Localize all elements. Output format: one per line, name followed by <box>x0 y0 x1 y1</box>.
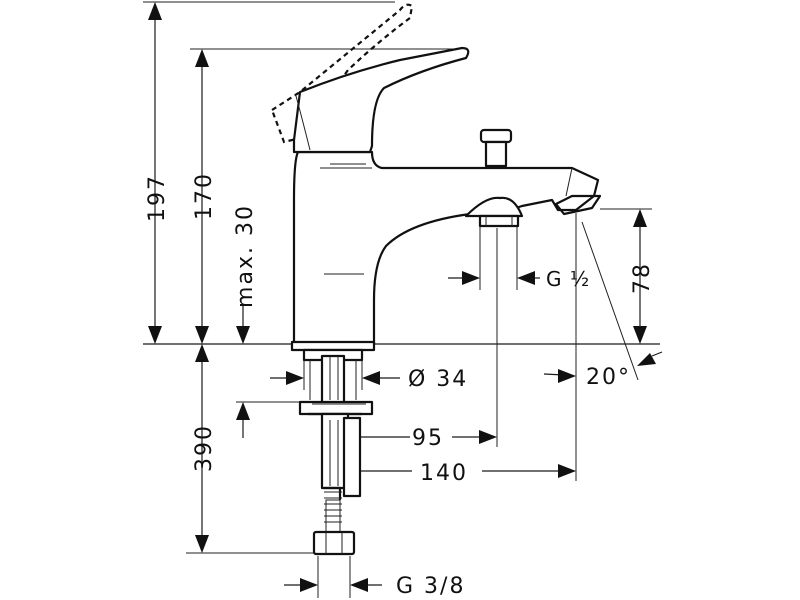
mounting-shank <box>298 348 374 556</box>
dim-g38-label: G 3/8 <box>396 574 465 599</box>
faucet-body <box>290 150 602 352</box>
dim-170 <box>195 49 209 344</box>
extension-lines <box>143 1 660 598</box>
dim-390 <box>195 344 209 553</box>
dim-g12-arrows <box>448 271 540 285</box>
shower-outlet <box>464 196 524 228</box>
dim-max30 <box>236 306 250 344</box>
dim-197-label: 197 <box>145 174 170 222</box>
diverter-knob <box>479 128 513 168</box>
dim-34-arrows <box>270 371 400 385</box>
dim-78-label: 78 <box>630 262 655 294</box>
dim-g12-label: G ½ <box>546 267 590 291</box>
dim-390-label: 390 <box>192 424 217 472</box>
dim-197 <box>148 2 162 344</box>
dim-170-label: 170 <box>192 172 217 220</box>
dim-95-label: 95 <box>412 426 444 451</box>
dim-max30-label: max. 30 <box>233 204 258 308</box>
lever-open-position <box>270 3 414 144</box>
dim-20deg-arrows <box>543 351 663 383</box>
dim-140-label: 140 <box>420 461 468 486</box>
dim-34-label: Ø 34 <box>408 367 468 392</box>
lever-closed <box>292 46 470 154</box>
dim-30-lower <box>236 402 250 438</box>
dim-78 <box>633 209 647 344</box>
dim-g38-arrows <box>284 578 382 592</box>
dim-20deg-label: 20° <box>586 365 631 390</box>
